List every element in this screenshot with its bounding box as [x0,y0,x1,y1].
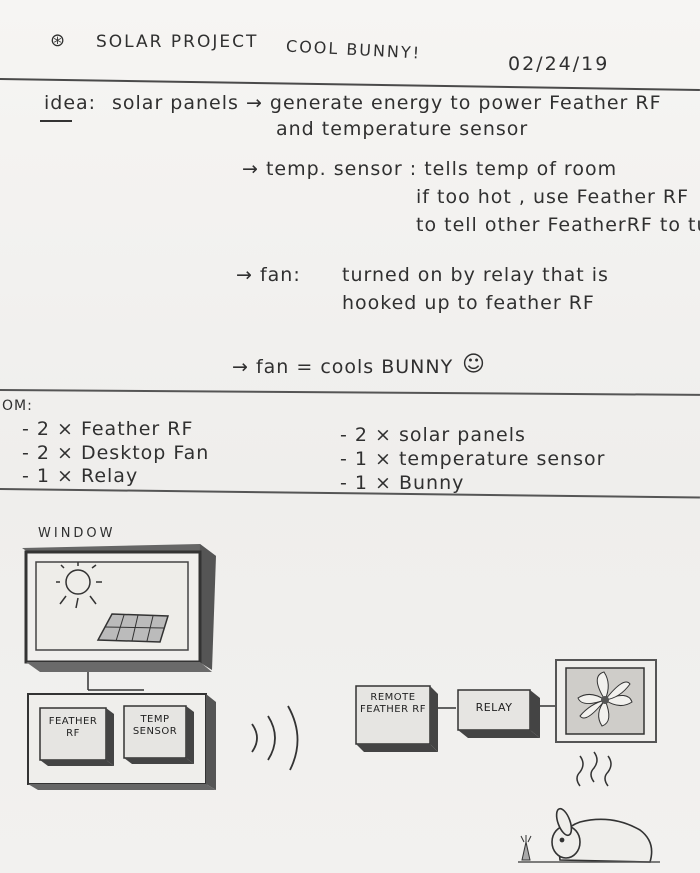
heat-waves-icon [576,751,612,787]
fan-note-1: turned on by relay that is [342,264,609,286]
bom-left-1: - 2 × Feather RF [22,418,194,440]
feather-rf-label: FEATHER RF [48,716,98,739]
bom-left-2: - 2 × Desktop Fan [22,442,210,464]
solar-panel-icon [96,613,170,643]
idea-underline [40,120,72,122]
bunny-icon [518,807,660,863]
carrot-icon [520,835,532,861]
window-drawing [22,544,216,672]
fan-note-2: hooked up to feather RF [342,292,595,314]
remote-feather-box [355,685,438,752]
bom-left-3: - 1 × Relay [22,465,139,487]
window-label: WINDOW [38,526,116,541]
temp-sensor-note-3: to tell other FeatherRF to tu [416,214,700,236]
temp-sensor-box [123,705,194,764]
idea-label: idea: [44,92,97,114]
relay-label: RELAY [475,701,513,714]
remote-feather-label: REMOTE FEATHER RF [360,692,426,715]
bom-right-2: - 1 × temperature sensor [340,448,606,470]
bom-label: OM: [2,398,33,414]
temp-sensor-note: → temp. sensor : tells temp of room [242,158,618,180]
idea-line-1: solar panels → generate energy to power … [112,92,662,114]
feather-rf-box [39,707,114,766]
smiley-icon: ☺ [462,352,486,377]
temp-sensor-note-2: if too hot , use Feather RF [416,186,690,208]
fan-cools-note: → fan = cools BUNNY [232,356,454,378]
fan-note-label: → fan: [236,264,301,286]
bom-right-3: - 1 × Bunny [340,472,465,494]
wireless-signal-icon [251,705,299,771]
fan-icon [555,659,657,743]
idea-line-2: and temperature sensor [276,118,529,140]
temp-sensor-label: TEMP SENSOR [132,714,178,737]
page-date: 02/24/19 [508,53,610,75]
sun-icon [56,562,102,609]
relay-box [457,689,540,738]
page-title: SOLAR PROJECT [96,32,259,52]
bom-right-1: - 2 × solar panels [340,424,526,446]
header-icon: ⊛ [50,30,67,51]
